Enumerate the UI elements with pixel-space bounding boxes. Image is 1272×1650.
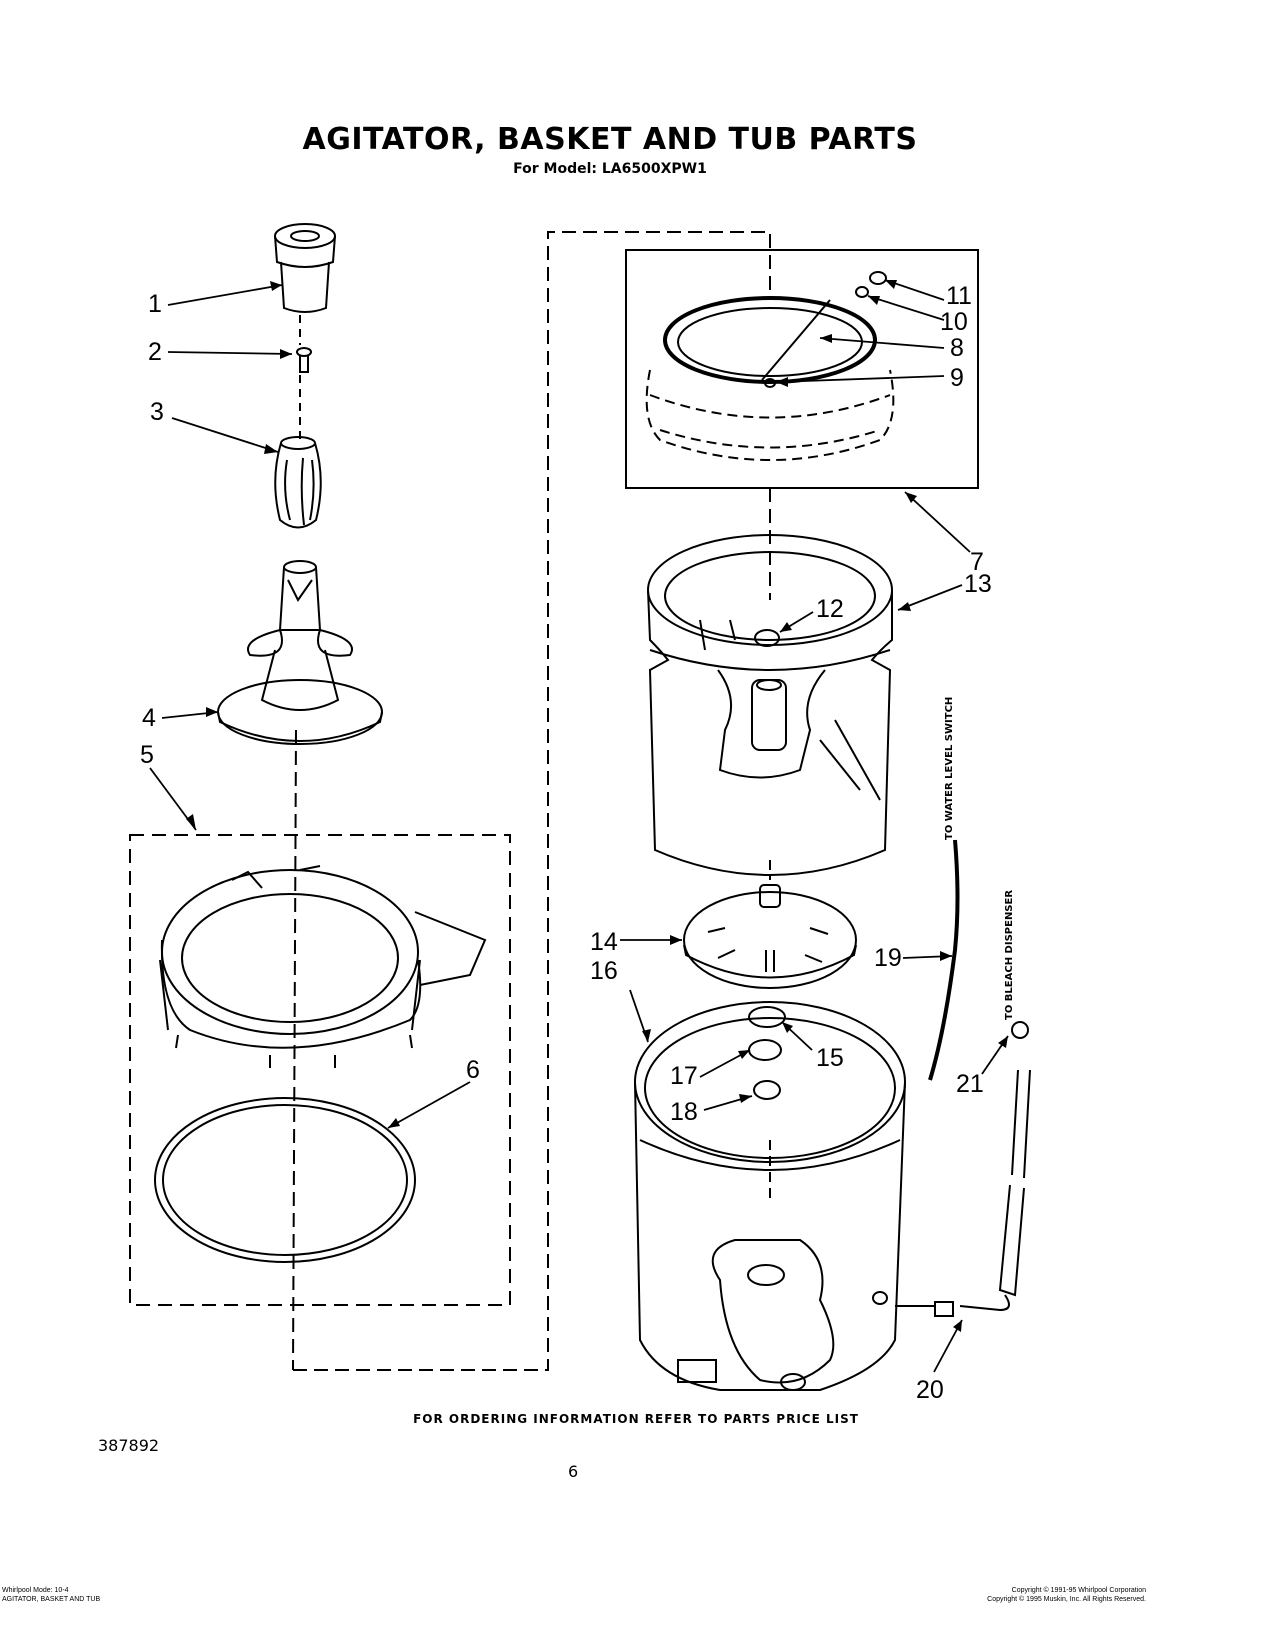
callout-5: 5: [140, 741, 154, 769]
part-14-drive-plate: [683, 884, 857, 989]
kit-box-7: [625, 249, 979, 489]
callout-6: 6: [466, 1056, 480, 1084]
callout-20: 20: [916, 1376, 944, 1404]
callout-14: 14: [590, 928, 618, 956]
callout-21: 21: [956, 1070, 984, 1098]
footer-left: Whirlpool Mode: 10-4 AGITATOR, BASKET AN…: [2, 1586, 100, 1604]
footer-left-line-1: Whirlpool Mode: 10-4: [2, 1587, 69, 1594]
part-2-bolt: [296, 347, 312, 373]
copyright-line-2: Copyright © 1995 Muskin, Inc. All Rights…: [987, 1596, 1146, 1603]
part-19-level-hose: [928, 839, 960, 1081]
part-4-agitator-base: [217, 560, 383, 745]
callout-3: 3: [150, 398, 164, 426]
part-5-tub-ring: [159, 865, 487, 1068]
part-6-ring-seal: [154, 1097, 416, 1263]
ordering-note: FOR ORDERING INFORMATION REFER TO PARTS …: [413, 1412, 859, 1426]
callout-10: 10: [940, 308, 968, 336]
callout-1: 1: [148, 290, 162, 318]
leader-lines: [149, 279, 1009, 1373]
callout-11: 11: [946, 282, 972, 310]
callout-4: 4: [142, 704, 156, 732]
page-number: 6: [568, 1462, 579, 1481]
part-3-agitator-cam: [274, 436, 322, 529]
callout-7: 7: [970, 548, 984, 576]
kit-box-5: [129, 834, 511, 1306]
part-12-nut: [754, 629, 780, 647]
callout-18: 18: [670, 1098, 698, 1126]
callout-9: 9: [950, 364, 964, 392]
part-20-21-bleach-hose: [895, 1021, 1031, 1317]
copyright-line-1: Copyright © 1991-95 Whirlpool Corporatio…: [1011, 1587, 1146, 1594]
water-level-label: TO WATER LEVEL SWITCH: [944, 697, 955, 840]
callout-8: 8: [950, 334, 964, 362]
callout-12: 12: [816, 595, 844, 623]
page-title: AGITATOR, BASKET AND TUB PARTS: [302, 122, 918, 157]
bleach-label: TO BLEACH DISPENSER: [1004, 890, 1015, 1020]
callout-2: 2: [148, 338, 162, 366]
footer-right: Copyright © 1991-95 Whirlpool Corporatio…: [987, 1586, 1146, 1604]
part-7-basket-ring: [645, 296, 895, 600]
part-8-9-10-11-hardware: [761, 271, 887, 388]
callout-13: 13: [964, 570, 992, 598]
connector-dashline: [293, 231, 771, 1371]
model-subtitle: For Model: LA6500XPW1: [513, 161, 707, 177]
part-15-17-18-hardware: [748, 1006, 786, 1100]
footer-left-line-2: AGITATOR, BASKET AND TUB: [2, 1596, 101, 1603]
part-1-agitator-cap: [274, 223, 336, 313]
part-16-tub: [634, 1001, 906, 1391]
callout-numbers: 1 2 3 4 5 6 7 8 9 10 11 12 13 14 15 16 1…: [140, 282, 992, 1404]
callout-16: 16: [590, 957, 618, 985]
callout-19: 19: [874, 944, 902, 972]
callout-17: 17: [670, 1062, 698, 1090]
document-number: 387892: [98, 1436, 160, 1455]
callout-15: 15: [816, 1044, 844, 1072]
leader-arrowheads: [186, 280, 1008, 1332]
